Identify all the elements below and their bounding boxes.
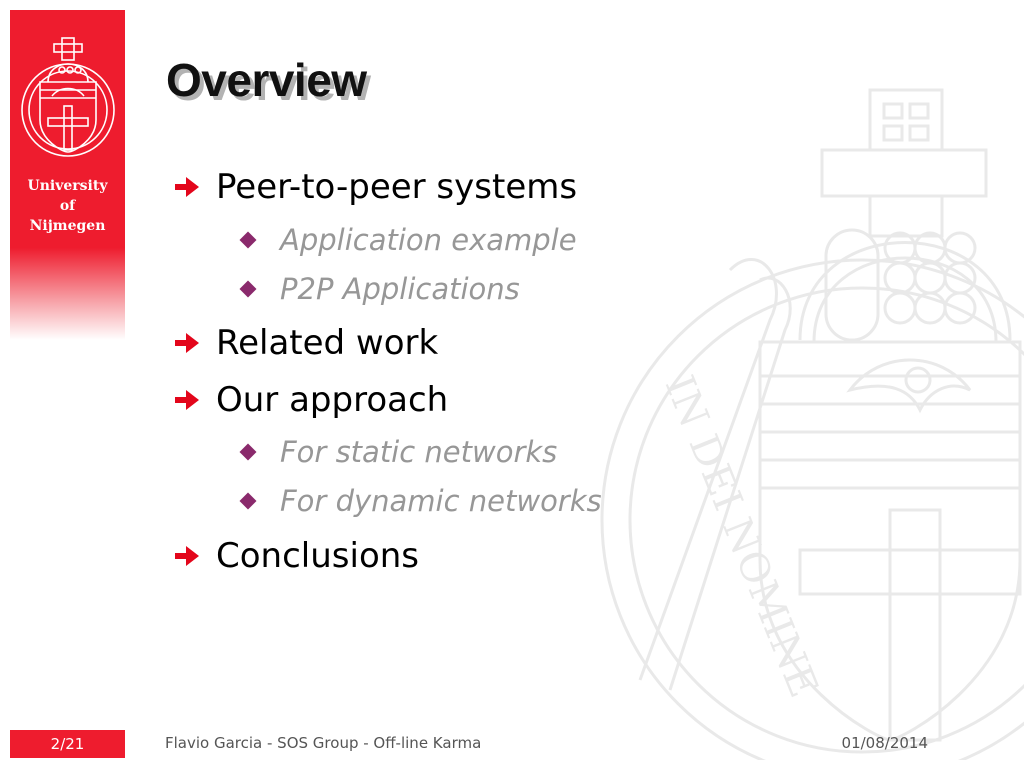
university-name-line: University [27, 178, 108, 194]
university-banner: University of Nijmegen [10, 10, 125, 340]
outline-item-label: Related work [216, 323, 439, 363]
footer-date: 01/08/2014 [841, 734, 928, 752]
outline-item-label: Our approach [216, 380, 449, 420]
outline-item-label: Conclusions [216, 536, 420, 576]
arrow-right-icon [175, 546, 199, 566]
outline-subitem: For static networks [238, 432, 557, 472]
university-name: University of Nijmegen [10, 176, 125, 236]
page-number-badge: 2/21 [10, 730, 125, 758]
university-seal-watermark: IN DEI NOMINE [600, 88, 1024, 760]
diamond-icon [239, 231, 257, 249]
outline-subitem-label: For dynamic networks [280, 484, 602, 518]
arrow-right-icon [175, 390, 199, 410]
university-seal-logo [21, 37, 115, 157]
arrow-right-icon [175, 333, 199, 353]
outline-item: Our approach [172, 377, 448, 423]
footer-text: Flavio Garcia - SOS Group - Off-line Kar… [165, 734, 482, 752]
diamond-icon [239, 280, 257, 298]
outline-subitem: Application example [238, 220, 577, 260]
slide-title: Overview [166, 54, 367, 106]
diamond-icon [239, 443, 257, 461]
diamond-icon [239, 492, 257, 510]
outline-item: Related work [172, 320, 438, 366]
outline-subitem-label: For static networks [280, 435, 558, 469]
outline-subitem-label: Application example [280, 223, 577, 257]
outline-subitem-label: P2P Applications [280, 272, 520, 306]
outline-subitem: For dynamic networks [238, 481, 602, 521]
arrow-right-icon [175, 177, 199, 197]
university-name-line: Nijmegen [29, 218, 106, 234]
university-name-line: of [59, 198, 76, 214]
outline-item: Peer-to-peer systems [172, 164, 577, 210]
outline-item-label: Peer-to-peer systems [216, 167, 578, 207]
outline-subitem: P2P Applications [238, 269, 520, 309]
outline-item: Conclusions [172, 533, 419, 579]
